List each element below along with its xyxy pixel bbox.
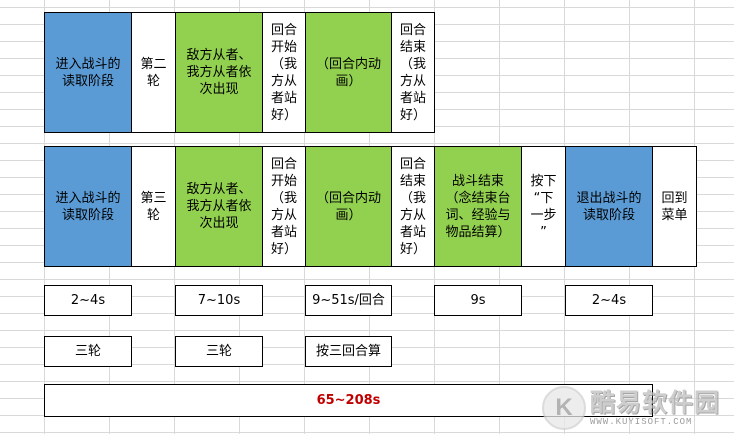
count-appear: 三轮: [175, 336, 263, 367]
watermark-url: WWW.KUYISOFT.COM: [590, 417, 693, 427]
row1-round-end: 回合 结束 （我 方从 者站 好）: [391, 12, 435, 133]
row1-round-start: 回合 开始 （我 方从 者站 好）: [262, 12, 306, 133]
row2-press-next: 按下 “下 一步 ”: [521, 146, 566, 267]
time-enter: 2~4s: [44, 285, 132, 316]
watermark-name: 酷易软件园: [590, 388, 721, 417]
row2-battle-end: 战斗结束 （念结束台 词、经验与 物品结算）: [434, 146, 522, 267]
row2-round-label: 第三 轮: [131, 146, 176, 267]
row2-enemy-ally-appear: 敌方从者、 我方从者依 次出现: [175, 146, 263, 267]
row2-round-start: 回合 开始 （我 方从 者站 好）: [262, 146, 306, 267]
watermark-text: 酷易软件园 WWW.KUYISOFT.COM: [590, 388, 721, 428]
row2-round-end: 回合 结束 （我 方从 者站 好）: [391, 146, 435, 267]
row1-enemy-ally-appear: 敌方从者、 我方从者依 次出现: [175, 12, 263, 133]
row1-in-round-animation: （回合内动 画）: [305, 12, 392, 133]
row1-round-label: 第二 轮: [131, 12, 176, 133]
watermark: K 酷易软件园 WWW.KUYISOFT.COM: [542, 384, 728, 432]
row1-enter-read-phase: 进入战斗的 读取阶段: [44, 12, 132, 133]
time-battle-end: 9s: [434, 285, 522, 316]
row2-in-round-animation: （回合内动 画）: [305, 146, 392, 267]
time-appear: 7~10s: [175, 285, 263, 316]
time-exit: 2~4s: [565, 285, 653, 316]
count-enter: 三轮: [44, 336, 132, 367]
row2-back-to-menu: 回到 菜单: [652, 146, 697, 267]
row2-enter-read-phase: 进入战斗的 读取阶段: [44, 146, 132, 267]
time-per-round: 9~51s/回合: [305, 285, 392, 316]
count-rounds: 按三回合算: [305, 336, 392, 367]
row2-exit-read-phase: 退出战斗的 读取阶段: [565, 146, 653, 267]
watermark-logo: K: [542, 386, 586, 430]
